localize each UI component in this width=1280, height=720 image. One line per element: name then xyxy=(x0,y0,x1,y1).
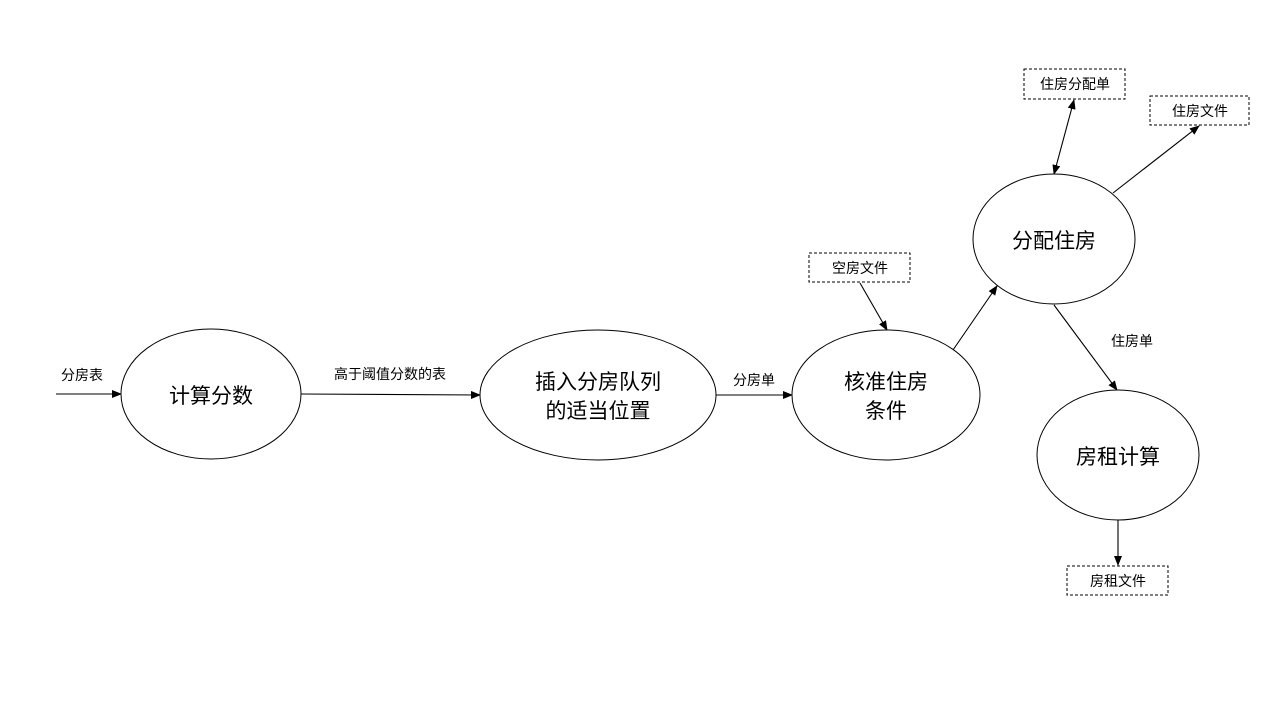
flow-verify-to-allocate xyxy=(952,285,998,351)
store-housing-file xyxy=(1149,95,1250,126)
flow-allocation-list-label: 分房单 xyxy=(733,373,775,389)
flow-above-threshold-label: 高于阈值分数的表 xyxy=(334,366,446,383)
process-rent-calc xyxy=(1036,389,1200,521)
process-verify-label-line1: 核准住房 xyxy=(844,370,928,394)
flow-calc-to-insert xyxy=(300,390,481,399)
flow-vacant-to-verify xyxy=(859,282,888,331)
store-rent-file-label: 房租文件 xyxy=(1090,574,1146,590)
store-allocation-slip-label: 住房分配单 xyxy=(1040,77,1110,93)
process-allocate-label: 分配住房 xyxy=(1012,229,1096,253)
store-rent-file xyxy=(1066,565,1169,596)
process-calc-score xyxy=(120,328,302,460)
process-rent-calc-label: 房租计算 xyxy=(1076,445,1160,469)
process-insert-queue-label-line2: 的适当位置 xyxy=(546,399,651,423)
process-insert-queue-label-line1: 插入分房队列 xyxy=(535,370,661,394)
process-verify-label-line2: 条件 xyxy=(865,399,907,423)
store-vacant-file xyxy=(808,252,911,283)
process-verify-conditions xyxy=(791,329,981,461)
process-calc-score-label: 计算分数 xyxy=(169,384,253,408)
store-housing-file-label: 住房文件 xyxy=(1172,104,1228,120)
flow-allocate-slip-bidirectional xyxy=(1052,99,1076,175)
process-allocate-housing xyxy=(972,173,1136,305)
process-insert-queue xyxy=(479,329,717,461)
store-allocation-slip xyxy=(1023,68,1126,100)
flow-housing-slip-label: 住房单 xyxy=(1111,334,1153,350)
flow-input-table-label: 分房表 xyxy=(61,368,103,384)
flow-allocate-to-rent xyxy=(1053,304,1118,391)
store-vacant-file-label: 空房文件 xyxy=(832,261,888,277)
flow-allocate-to-housing-file xyxy=(1112,125,1200,194)
